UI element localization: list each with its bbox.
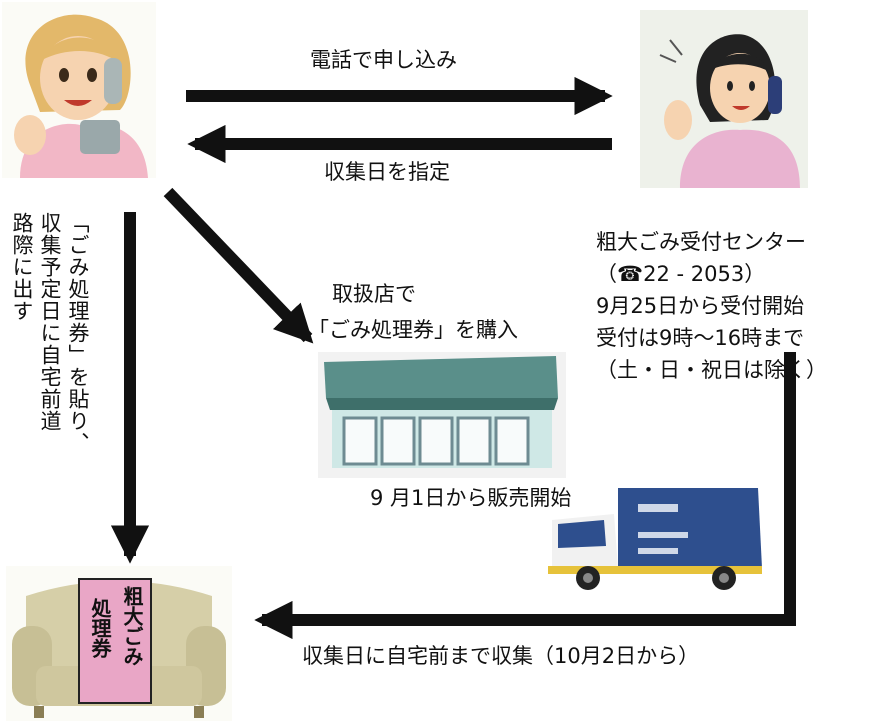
reception-center-info: 粗大ごみ受付センター （☎22 - 2053） 9月25日から受付開始 受付は9… [596, 226, 827, 386]
arrow-to-store [163, 187, 314, 344]
sticker-line-1: 粗大ごみ [120, 586, 144, 666]
woman-phone-left-illustration [2, 2, 156, 178]
operator-woman-illustration [640, 10, 808, 188]
disposal-ticket-sticker: 粗大ごみ 処理券 [78, 578, 152, 704]
instruction-line-1: 「ごみ処理券」を貼り、 [66, 212, 90, 454]
garbage-truck-illustration [548, 488, 762, 590]
instruction-line-2: 収集予定日に自宅前道 [38, 212, 62, 432]
center-start-date: 9月25日から受付開始 [596, 294, 805, 318]
label-sale-start: 9 月1日から販売開始 [370, 486, 572, 510]
store-illustration [318, 352, 566, 478]
label-at-store: 取扱店で [332, 282, 416, 306]
instruction-line-3: 路際に出す [10, 212, 34, 322]
label-buy-ticket: 「ごみ処理券」を購入 [308, 318, 518, 342]
label-collection-day-specified: 収集日を指定 [324, 160, 450, 184]
center-closed-days: （土・日・祝日は除く） [596, 358, 827, 382]
sticker-line-2: 処理券 [88, 598, 112, 658]
arrow-collection [254, 352, 796, 640]
label-collection-note: 収集日に自宅前まで収集（10月2日から） [302, 644, 700, 668]
center-phone: （☎22 - 2053） [596, 262, 766, 286]
label-apply-by-phone: 電話で申し込み [310, 48, 457, 72]
placement-instructions: 「ごみ処理券」を貼り、 収集予定日に自宅前道 路際に出す [8, 212, 92, 592]
center-hours: 受付は9時～16時まで [596, 326, 805, 350]
center-name: 粗大ごみ受付センター [596, 230, 806, 254]
